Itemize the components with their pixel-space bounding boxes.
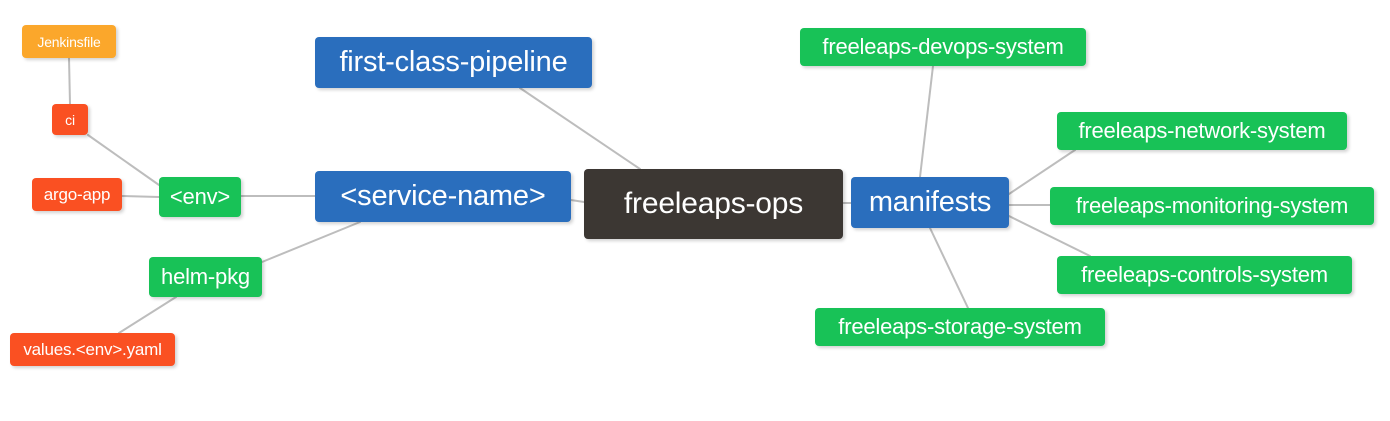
node-freeleaps-ops[interactable]: freeleaps-ops <box>584 169 843 239</box>
node-label-freeleaps-network-system: freeleaps-network-system <box>1078 118 1326 143</box>
node-label-freeleaps-controls-system: freeleaps-controls-system <box>1081 262 1328 287</box>
node-freeleaps-monitoring-system[interactable]: freeleaps-monitoring-system <box>1050 187 1374 225</box>
node-label-helm-pkg: helm-pkg <box>161 264 250 289</box>
node-freeleaps-controls-system[interactable]: freeleaps-controls-system <box>1057 256 1352 294</box>
node-label-freeleaps-storage-system: freeleaps-storage-system <box>838 314 1082 339</box>
edge-manifests-to-freeleaps-devops-system <box>919 65 934 178</box>
node-first-class-pipeline[interactable]: first-class-pipeline <box>315 37 592 88</box>
node-label-jenkinsfile: Jenkinsfile <box>37 33 101 50</box>
edge-service-name-to-freeleaps-ops <box>570 199 585 203</box>
node-label-env: <env> <box>169 184 231 209</box>
edge-argo-app-to-env <box>121 195 160 198</box>
node-jenkinsfile[interactable]: Jenkinsfile <box>22 25 116 58</box>
node-freeleaps-storage-system[interactable]: freeleaps-storage-system <box>815 308 1105 346</box>
node-freeleaps-devops-system[interactable]: freeleaps-devops-system <box>800 28 1086 66</box>
edge-first-class-pipeline-to-freeleaps-ops <box>519 87 641 170</box>
node-label-first-class-pipeline: first-class-pipeline <box>339 46 568 78</box>
node-label-ci: ci <box>65 111 75 128</box>
node-manifests[interactable]: manifests <box>851 177 1009 228</box>
node-label-values-env-yaml: values.<env>.yaml <box>23 340 162 359</box>
node-ci[interactable]: ci <box>52 104 88 135</box>
node-label-freeleaps-ops: freeleaps-ops <box>623 187 804 220</box>
node-freeleaps-network-system[interactable]: freeleaps-network-system <box>1057 112 1347 150</box>
node-service-name[interactable]: <service-name> <box>315 171 571 222</box>
node-label-argo-app: argo-app <box>43 185 111 204</box>
node-label-freeleaps-devops-system: freeleaps-devops-system <box>822 34 1064 59</box>
edge-jenkinsfile-to-ci <box>68 57 71 105</box>
edge-helm-pkg-to-values-env-yaml <box>118 296 177 334</box>
node-helm-pkg[interactable]: helm-pkg <box>149 257 262 297</box>
node-label-manifests: manifests <box>868 186 992 218</box>
edge-service-name-to-helm-pkg <box>261 221 361 263</box>
edge-manifests-to-freeleaps-storage-system <box>929 227 969 309</box>
node-label-freeleaps-monitoring-system: freeleaps-monitoring-system <box>1075 193 1349 218</box>
node-argo-app[interactable]: argo-app <box>32 178 122 211</box>
node-values-env-yaml[interactable]: values.<env>.yaml <box>10 333 175 366</box>
node-env[interactable]: <env> <box>159 177 241 217</box>
node-label-service-name: <service-name> <box>340 180 546 212</box>
